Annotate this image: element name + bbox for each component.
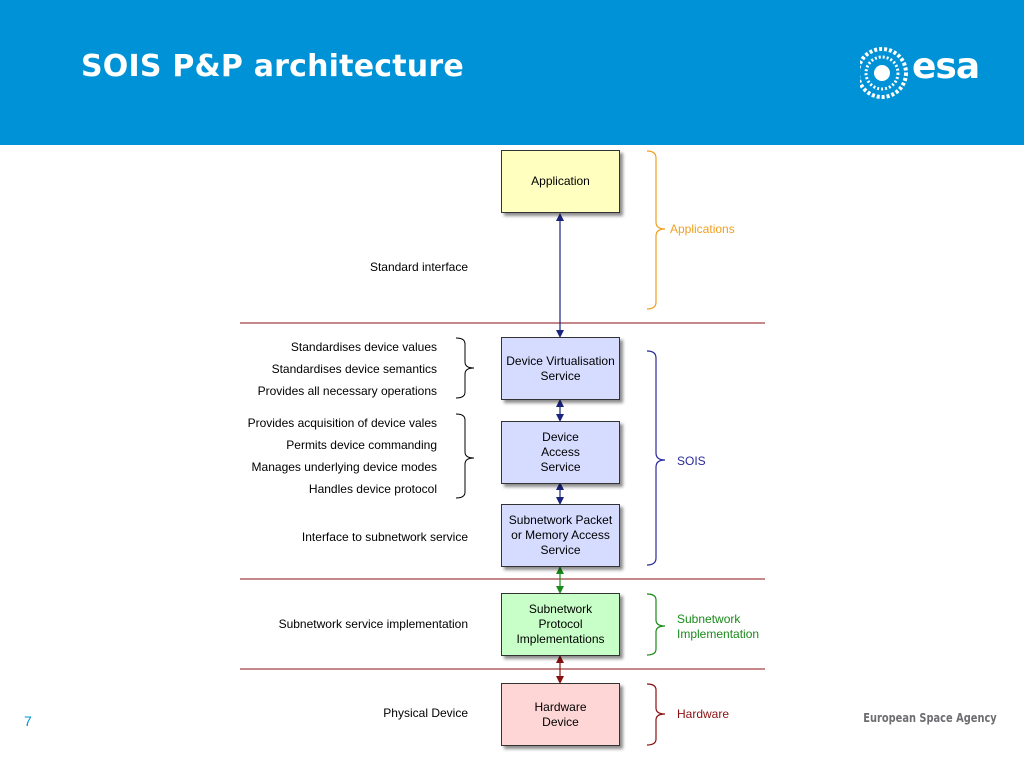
- left-brace: [455, 413, 475, 499]
- device-access-service-box: Device Access Service: [501, 421, 620, 484]
- hardware-device-box: Hardware Device: [501, 683, 620, 746]
- dvs-box-label: Device Virtualisation Service: [506, 353, 615, 383]
- physical-device-label: Physical Device: [383, 706, 468, 720]
- applications-brace: [646, 150, 666, 310]
- esa-logo-icon: [860, 47, 908, 99]
- das-feature-label: Permits device commanding: [286, 438, 437, 452]
- das-feature-label: Provides acquisition of device vales: [247, 416, 437, 430]
- hardware-brace: [646, 683, 666, 746]
- subnet-brace: [646, 593, 666, 656]
- hardware-box-label: Hardware Device: [534, 699, 587, 729]
- subnet-interface-label: Interface to subnetwork service: [301, 530, 468, 544]
- subnet-impl-label: Subnetwork service implementation: [278, 617, 468, 631]
- sois-brace: [646, 350, 666, 566]
- subnet-group-label: Subnetwork Implementation: [677, 612, 760, 641]
- standard-interface-label: Standard interface: [369, 260, 468, 274]
- esa-logo-text: esa: [912, 46, 980, 87]
- applications-group-label: Applications: [670, 222, 735, 236]
- dvs-feature-label: Standardises device semantics: [271, 362, 437, 376]
- dvs-feature-label: Provides all necessary operations: [257, 384, 437, 398]
- device-virtualisation-service-box: Device Virtualisation Service: [501, 337, 620, 400]
- subnetwork-access-service-box: Subnetwork Packet or Memory Access Servi…: [501, 504, 620, 567]
- slide-title: SOIS P&P architecture: [81, 49, 464, 84]
- dvs-feature-label: Standardises device values: [290, 340, 437, 354]
- subnetwork-protocol-box: Subnetwork Protocol Implementations: [501, 593, 620, 656]
- page-number: 7: [24, 713, 32, 729]
- das-feature-label: Handles device protocol: [308, 482, 437, 496]
- das-box-label: Device Access Service: [540, 430, 581, 474]
- footer-agency-name: European Space Agency: [863, 711, 997, 725]
- application-box-label: Application: [531, 174, 590, 188]
- left-brace: [455, 337, 475, 399]
- das-feature-label: Manages underlying device modes: [251, 460, 437, 474]
- hardware-group-label: Hardware: [677, 707, 730, 721]
- sois-group-label: SOIS: [677, 454, 706, 468]
- subnet-protocol-box-label: Subnetwork Protocol Implementations: [516, 602, 605, 646]
- subnet-access-box-label: Subnetwork Packet or Memory Access Servi…: [508, 513, 613, 557]
- application-box: Application: [501, 150, 620, 213]
- header-bar: [0, 0, 1024, 145]
